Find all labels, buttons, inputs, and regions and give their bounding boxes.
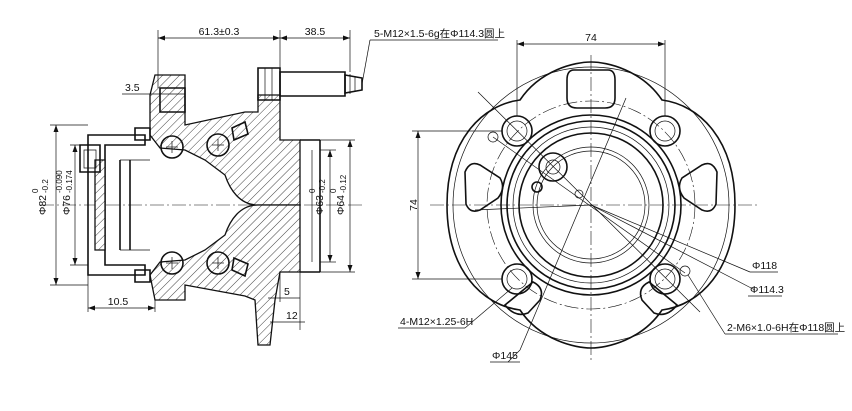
dim-d82-tol-upper: 0 [31, 188, 40, 193]
hub-body-lower [149, 204, 301, 346]
dim-12: 12 [286, 310, 298, 322]
bolt-hole-top-right [649, 115, 681, 147]
bolt-hole-bottom-right [649, 263, 681, 295]
seal-upper [134, 127, 151, 141]
dim-d76: Φ76 [61, 195, 73, 215]
wheel-stud [257, 67, 363, 101]
m6-hole-center [574, 189, 584, 199]
dim-stud-spec: 5-M12×1.5-6g在Φ114.3圆上 [374, 28, 505, 40]
nut [79, 144, 101, 173]
bearing-ball-upper-right [206, 133, 230, 157]
side-section-view: 61.3±0.3 38.5 5-M12×1.5-6g在Φ114.3圆上 3.5 … [31, 26, 505, 346]
dim-d82-tol-lower: -0.2 [41, 179, 50, 193]
hub-outer [500, 114, 682, 296]
lobe-bottom-left [503, 281, 543, 316]
flange-outline [446, 61, 736, 349]
seal-upper-right [231, 120, 249, 142]
lobe-right [678, 162, 718, 212]
dim-holes-right: 2-M6×1.0-6H在Φ118圆上 [727, 322, 845, 334]
dim-d63: Φ63 [314, 195, 326, 215]
dim-d114: Φ114.3 [750, 284, 784, 296]
dim-d118: Φ118 [752, 260, 777, 272]
dim-d76-tol-upper: -0.090 [55, 170, 64, 193]
lobe-top [566, 69, 616, 109]
outer-cup [87, 134, 146, 276]
dim-d76-tol-lower: -0.174 [65, 170, 74, 193]
dim-d64-tol-lower: -0.12 [339, 174, 348, 193]
dim-flange-offset: 61.3±0.3 [199, 26, 240, 38]
sensor-boss [538, 152, 568, 182]
dim-stud-length: 38.5 [305, 26, 326, 38]
dim-pilot: 3.5 [125, 82, 140, 94]
pilot-bolt [159, 87, 186, 113]
bearing-ball-lower-left [160, 251, 184, 275]
lobe-left [464, 162, 504, 212]
m6-hole-bottom-right [679, 265, 691, 277]
dim-front-top: 74 [585, 32, 597, 44]
dim-front-left: 74 [408, 199, 420, 211]
bearing-ball-upper-left [160, 135, 184, 159]
seal-lower-right [231, 256, 249, 278]
bearing-ball-lower-right [206, 251, 230, 275]
dim-holes-left: 4-M12×1.25-6H [400, 316, 473, 328]
dim-5: 5 [284, 286, 290, 298]
dim-d63-tol-lower: -0.2 [318, 179, 327, 193]
front-view: 74 74 Φ118 Φ114.3 4-M12×1.25-6H 2-M6×1.0… [398, 32, 845, 363]
cup-wall [94, 159, 106, 251]
hub-body-upper [149, 74, 301, 206]
lobe-bottom-right [639, 281, 679, 316]
dim-d63-tol-upper: 0 [308, 188, 317, 193]
dim-d64: Φ64 [335, 195, 347, 215]
bolt-hole-bottom-left [501, 263, 533, 295]
seal-lower [134, 269, 151, 283]
m6-hole-top-left [487, 131, 499, 143]
dim-bottom-width: 10.5 [108, 296, 129, 308]
dim-d64-tol-upper: 0 [329, 188, 338, 193]
dim-d145: Φ145 [492, 350, 518, 362]
circle-d145 [452, 66, 730, 344]
inner-bore [532, 146, 650, 264]
dim-d82: Φ82 [37, 195, 49, 215]
